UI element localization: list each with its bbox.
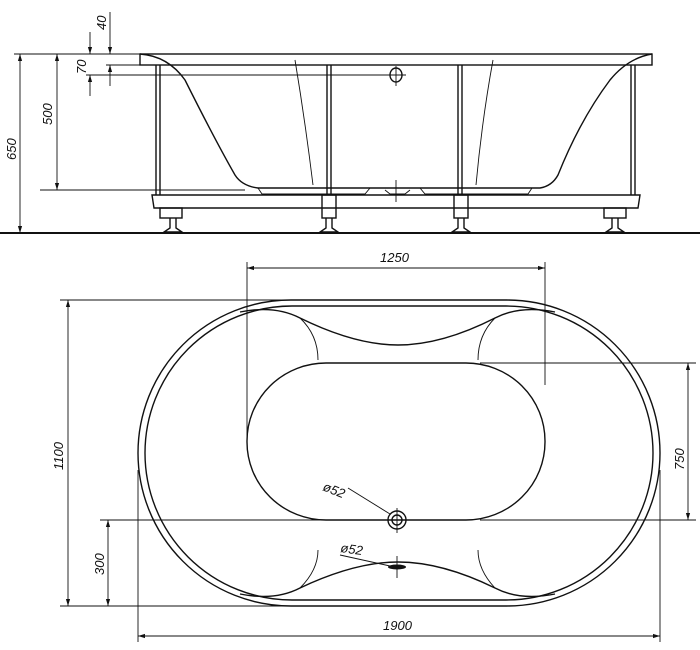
- dim-70: 70: [74, 59, 89, 74]
- dim-1250: 1250: [380, 250, 410, 265]
- overflow-side: [386, 66, 406, 202]
- dim-300: 300: [92, 553, 107, 575]
- dim-750: 750: [672, 448, 687, 470]
- support-frame: [151, 65, 641, 233]
- dim-1900: 1900: [383, 618, 413, 633]
- dim-1100: 1100: [51, 441, 66, 470]
- headrest-top: [239, 308, 556, 346]
- tub-inner-rim: [144, 305, 654, 601]
- tub-outer-rim: [137, 299, 661, 607]
- dim-500: 500: [40, 103, 55, 125]
- tub-basin: [246, 362, 546, 521]
- tub-rim: [139, 53, 653, 66]
- headrest-bottom: [239, 561, 556, 598]
- drain-diameter-label: ø52: [340, 540, 365, 558]
- dim-650: 650: [4, 138, 19, 160]
- side-view: 650 500 70 40: [0, 12, 700, 234]
- top-view: ø52 ø52 1250 1100 750 300 1900: [51, 250, 696, 642]
- dim-40: 40: [94, 15, 109, 30]
- drain-top: [388, 556, 406, 578]
- overflow-diameter-label: ø52: [321, 479, 348, 502]
